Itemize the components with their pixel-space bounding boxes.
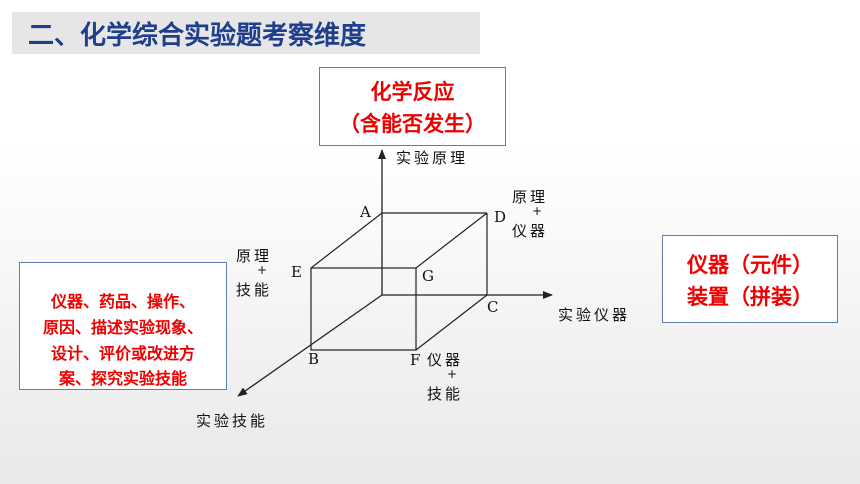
axis-label-apparatus: 实验仪器 (558, 306, 631, 324)
skills-box-line3: 设计、评价或改进方 (50, 344, 195, 363)
edge-c-f (415, 294, 488, 351)
skills-box (19, 262, 227, 390)
page-title: 二、化学综合实验题考察维度 (28, 21, 367, 51)
axis-label-skills: 实验技能 (196, 412, 269, 430)
apparatus-box (662, 235, 838, 323)
point-c: C (487, 298, 499, 316)
axis-label-principle: 实验原理 (396, 149, 469, 167)
skills-box-line4: 案、探究实验技能 (58, 369, 187, 388)
reaction-box-line1: 化学反应 (370, 80, 455, 104)
reaction-box-line2: （含能否发生） (339, 112, 486, 136)
combo-e-bottom: 技能 (236, 281, 273, 299)
title-bar (12, 12, 480, 54)
combo-e-top: 原理 (236, 247, 273, 265)
point-d: D (494, 208, 507, 226)
point-b: B (308, 350, 320, 368)
point-f: F (410, 351, 421, 369)
combo-d-plus: + (532, 204, 543, 218)
apparatus-box-line2: 装置（拼装） (687, 285, 813, 309)
edge-a-e (310, 212, 383, 269)
combo-d-bottom: 仪器 (512, 222, 549, 240)
combo-d-top: 原理 (512, 188, 549, 206)
skills-box-line2: 原因、描述实验现象、 (42, 318, 203, 337)
combo-f-bottom: 技能 (427, 385, 464, 403)
combo-f-plus: + (447, 367, 458, 381)
skills-box-line1: 仪器、药品、操作、 (50, 292, 195, 311)
edge-d-g (415, 212, 488, 269)
point-e: E (291, 263, 302, 281)
apparatus-box-line1: 仪器（元件） (687, 253, 813, 277)
combo-f-top: 仪器 (427, 351, 464, 369)
point-a: A (360, 203, 371, 221)
point-g: G (422, 267, 434, 285)
reaction-box (319, 67, 506, 146)
diagonal-axis (237, 294, 383, 397)
combo-e-plus: + (257, 263, 268, 277)
front-face (310, 267, 417, 351)
